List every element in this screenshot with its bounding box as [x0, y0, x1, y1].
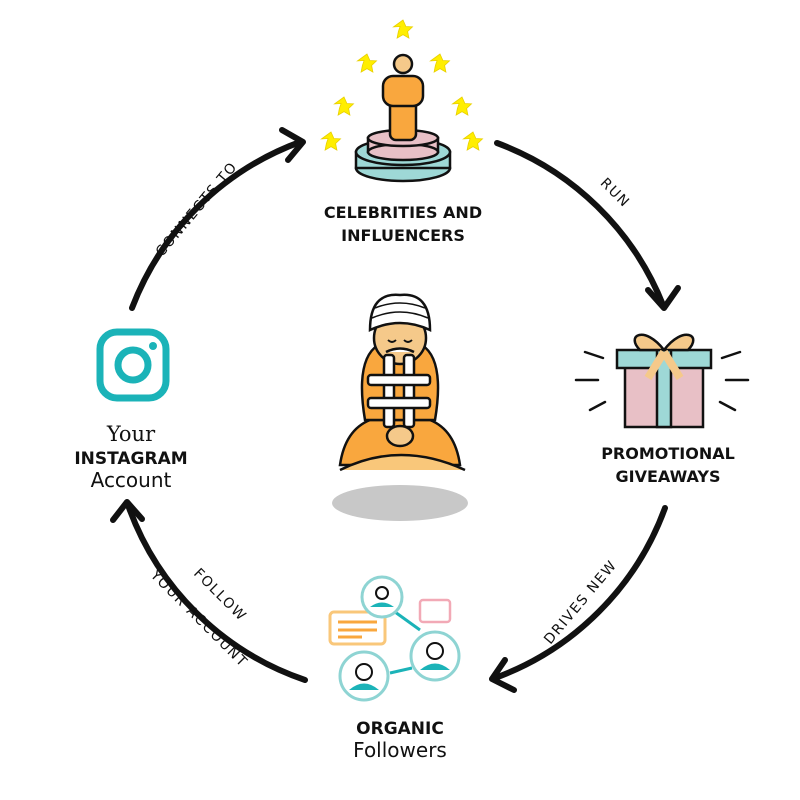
- instagram-title-line2: INSTAGRAM: [74, 449, 187, 469]
- followers-title-line1: ORGANIC: [356, 719, 444, 739]
- arrow-follow: [110, 499, 308, 683]
- giveaways-title-line2: GIVEAWAYS: [616, 467, 721, 486]
- arrow-connects-to: [129, 127, 306, 311]
- gift-box-icon: [574, 333, 750, 429]
- edge-label-connects-to: CONNECTS TO: [153, 159, 241, 260]
- celebrity-podium-icon: [321, 19, 483, 183]
- arrow-drives-new: [489, 505, 668, 693]
- celebrities-title-line2: INFLUENCERS: [341, 226, 465, 245]
- celebrities-title-line1: CELEBRITIES AND: [324, 203, 482, 222]
- followers-network-icon: [328, 575, 461, 702]
- followers-title-line2: Followers: [353, 738, 447, 762]
- instagram-logo-icon: [96, 328, 170, 402]
- giveaways-title-line1: PROMOTIONAL: [601, 444, 735, 463]
- instagram-title-line1: Your: [106, 422, 156, 446]
- hashtag-guru-illustration: [332, 293, 468, 521]
- instagram-title-line3: Account: [91, 468, 172, 492]
- arrow-run: [494, 140, 681, 311]
- edge-label-run: RUN: [597, 175, 633, 211]
